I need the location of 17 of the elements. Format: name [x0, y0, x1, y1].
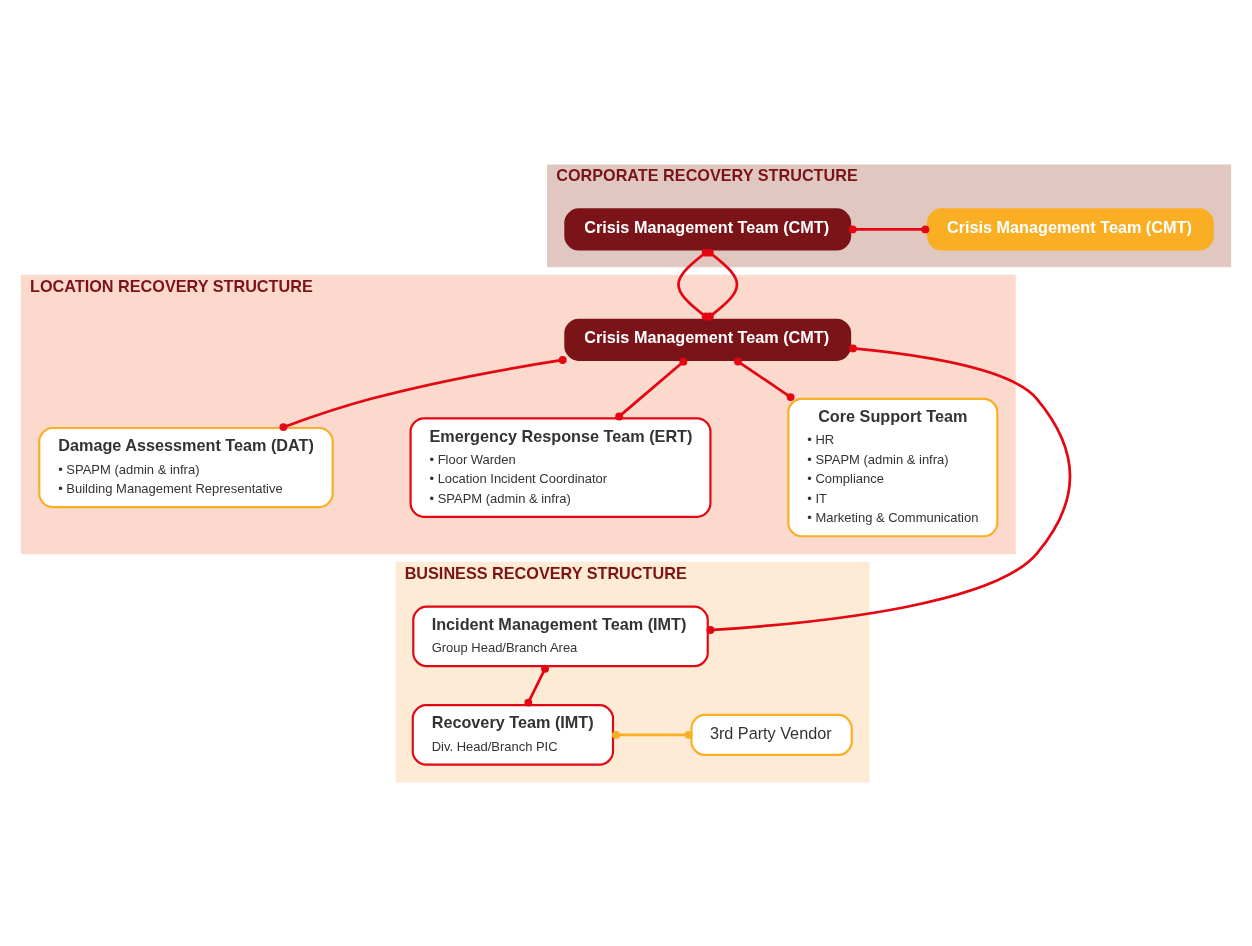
connector — [612, 730, 693, 739]
connector — [615, 357, 688, 420]
connector — [279, 355, 567, 431]
node-box: Recovery Team (IMT) Div. Head/Branch PIC — [411, 703, 615, 766]
node-box: Core Support Team • HR • SPAPM (admin & infra) • Compliance • IT • Marketing & Communication — [787, 397, 999, 537]
connector — [734, 356, 795, 401]
node-box: Crisis Management Team (CMT) — [564, 207, 852, 250]
node-box: Crisis Management Team (CMT) — [564, 318, 852, 361]
node-box: 3rd Party Vendor — [690, 713, 853, 756]
node-box: Damage Assessment Team (DAT) • SPAPM (admin & infra) • Building Management Representative — [38, 426, 334, 508]
connector — [705, 248, 739, 321]
node-box: Crisis Management Team (CMT) — [926, 207, 1214, 250]
connector — [848, 224, 930, 233]
node-box: Incident Management Team (IMT) Group Head/Branch Area — [412, 605, 709, 667]
connector — [524, 664, 549, 707]
connector — [706, 343, 1072, 634]
node-box: Emergency Response Team (ERT) • Floor Warden • Location Incident Coordinator • SPAPM (admin & infra) — [409, 416, 712, 518]
